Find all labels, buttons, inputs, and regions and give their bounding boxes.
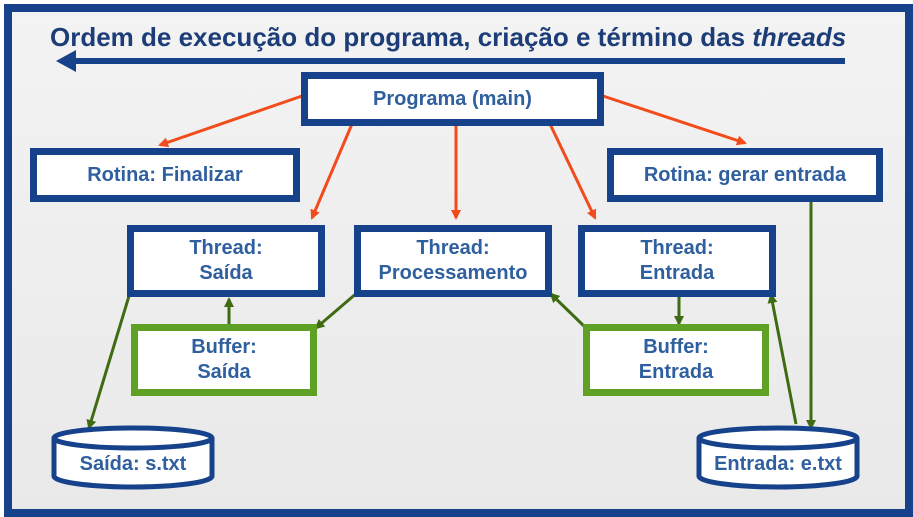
arrow-thread-saida-to-file [86, 295, 131, 430]
arrow-main-thread-entrada [548, 123, 597, 220]
arrow-main-gerar [602, 94, 747, 146]
title-main: Ordem de execução do programa, criação e… [50, 22, 753, 52]
thread-proc-line2: Processamento [378, 262, 528, 284]
thread-proc-line1: Thread: [416, 237, 490, 259]
arrow-file-to-thread-entrada [767, 293, 798, 425]
arrow-main-finalizar [158, 94, 303, 148]
node-thread-processamento: Thread: Processamento [354, 225, 552, 297]
arrow-buffer-entrada-to-proc [549, 292, 588, 330]
node-thread-entrada: Thread: Entrada [578, 225, 776, 297]
node-buffer-entrada: Buffer: Entrada [583, 324, 769, 396]
file-saida-label: Saída: s.txt [80, 453, 187, 475]
thread-saida-line2: Saída [199, 262, 253, 284]
node-rotina-gerar: Rotina: gerar entrada [607, 148, 883, 202]
file-saida-drum: Saída: s.txt [51, 425, 215, 490]
arrow-main-thread-saida [310, 123, 354, 220]
node-rotina-finalizar: Rotina: Finalizar [30, 148, 300, 202]
buffer-entrada-line2: Entrada [638, 361, 714, 383]
file-entrada-label: Entrada: e.txt [714, 453, 842, 475]
buffer-saida-line2: Saída [197, 361, 251, 383]
node-thread-saida: Thread: Saída [127, 225, 325, 297]
node-finalizar-label: Rotina: Finalizar [87, 163, 243, 186]
thread-entrada-line1: Thread: [640, 237, 714, 259]
arrow-proc-to-buffer-saida [314, 290, 359, 330]
thread-saida-line1: Thread: [189, 237, 263, 259]
buffer-entrada-line1: Buffer: [643, 336, 709, 358]
node-gerar-label: Rotina: gerar entrada [643, 163, 847, 186]
thread-entrada-line2: Entrada [639, 262, 715, 284]
buffer-saida-line1: Buffer: [191, 336, 257, 358]
page-title: Ordem de execução do programa, criação e… [50, 22, 846, 53]
title-arrow-head [56, 50, 76, 72]
file-entrada-drum: Entrada: e.txt [696, 425, 860, 490]
node-main: Programa (main) [301, 72, 604, 126]
node-main-label: Programa (main) [373, 87, 532, 110]
title-italic: threads [752, 22, 847, 52]
node-buffer-saida: Buffer: Saída [131, 324, 317, 396]
